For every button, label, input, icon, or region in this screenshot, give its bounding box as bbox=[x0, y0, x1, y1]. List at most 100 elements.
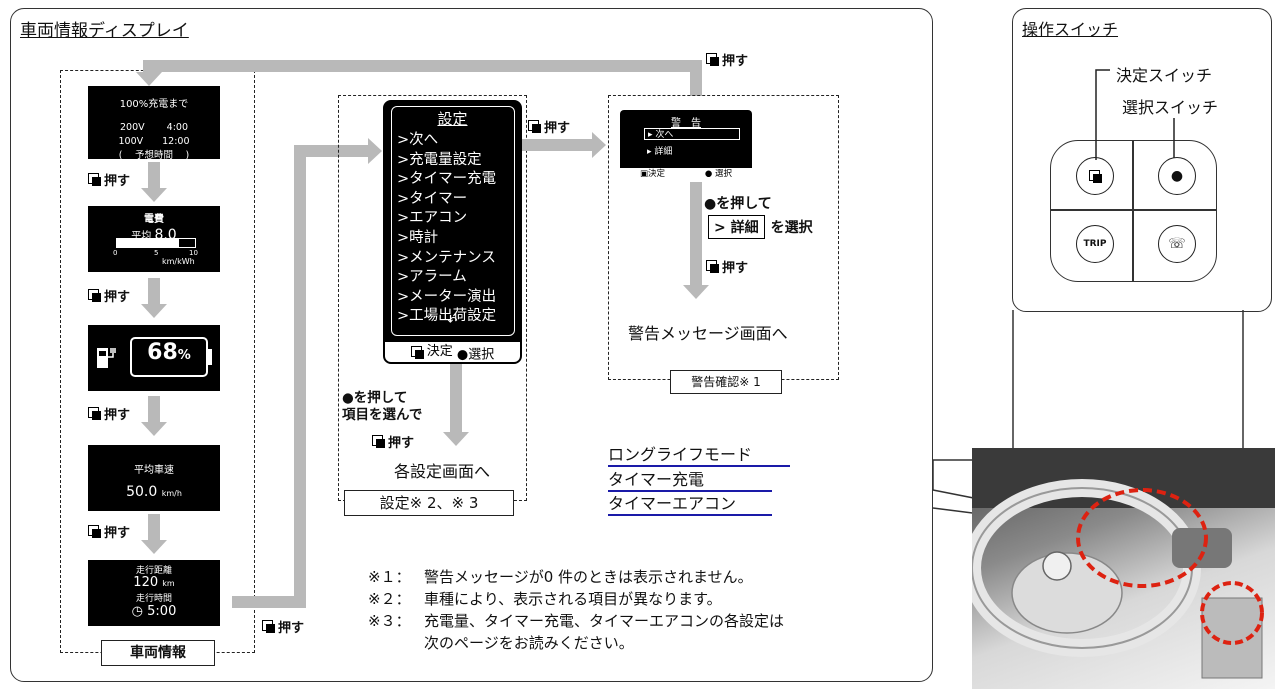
battery-outline-icon bbox=[130, 337, 208, 377]
car-interior-image bbox=[972, 448, 1275, 689]
press-icon bbox=[410, 345, 424, 359]
screen-trip: 走行距離 120 km 走行時間 ◷ 5:00 bbox=[88, 560, 220, 626]
return-icon: ↶ bbox=[447, 314, 458, 328]
warning-item-detail: ▸ 詳細 bbox=[647, 147, 673, 157]
decide-switch-label: 決定スイッチ bbox=[1116, 66, 1213, 85]
efficiency-scale-0: 0 bbox=[113, 249, 118, 257]
footnote-mark: ※２： bbox=[368, 590, 411, 608]
efficiency-scale-10: 10 bbox=[189, 249, 198, 257]
press-icon bbox=[1088, 169, 1102, 183]
warning-instruction-suffix: を選択 bbox=[770, 220, 813, 236]
detail-box: > 詳細 bbox=[708, 215, 765, 239]
settings-menu-item[interactable]: >アラーム bbox=[397, 269, 467, 286]
efficiency-scale-5: 5 bbox=[154, 249, 159, 257]
arrow-head-warning-down bbox=[683, 285, 709, 299]
settings-select: ●選択 bbox=[456, 347, 495, 363]
footnote: ※２： 車種により、表示される項目が異なります。 bbox=[368, 588, 784, 610]
link-timer-aircon[interactable]: タイマーエアコン bbox=[608, 490, 772, 516]
speed-title: 平均車速 bbox=[134, 465, 174, 476]
voice-switch[interactable]: ☏ bbox=[1158, 225, 1196, 263]
charge-row-note: ( 予想時間 ) bbox=[118, 150, 190, 161]
warning-label: 警告確認※ 1 bbox=[670, 370, 782, 394]
arrow-head-settings bbox=[368, 138, 382, 164]
arrow-head-warning bbox=[592, 132, 606, 158]
voice-icon: ☏ bbox=[1168, 236, 1186, 252]
arrow-head-settings-down bbox=[443, 432, 469, 446]
press-label-1: 押す bbox=[88, 170, 130, 189]
link-timer-charge[interactable]: タイマー充電 bbox=[608, 466, 772, 492]
settings-menu-item[interactable]: >メーター演出 bbox=[397, 288, 497, 305]
arrow-settings-to-warning bbox=[522, 139, 594, 151]
footnote: ※３：充電量、タイマー充電、タイマーエアコンの各設定は bbox=[368, 610, 784, 632]
settings-menu-item[interactable]: >タイマー充電 bbox=[397, 171, 497, 188]
screen-avg-speed: 平均車速 50.0 km/h bbox=[88, 445, 220, 511]
settings-menu-item[interactable]: >工場出荷設定 bbox=[397, 308, 497, 325]
select-switch[interactable]: ● bbox=[1158, 157, 1196, 195]
arrow-head-3 bbox=[141, 422, 167, 436]
charge-title: 100%充電まで bbox=[119, 99, 189, 110]
select-dot-icon: ● bbox=[1170, 168, 1184, 184]
press-icon bbox=[706, 53, 719, 66]
battery-percent: 68% bbox=[147, 340, 191, 365]
settings-menu-list: >次へ >充電量設定 >タイマー充電 >タイマー >エアコン >時計 >メンテナンス >アラー… bbox=[385, 131, 520, 327]
switch-panel bbox=[1050, 140, 1217, 282]
arrow-head-2 bbox=[141, 304, 167, 318]
press-label-5: 押す bbox=[262, 617, 304, 636]
switch-frame bbox=[1012, 8, 1272, 312]
trip-time: ◷ 5:00 bbox=[131, 604, 177, 619]
return-arrow-head bbox=[136, 72, 162, 86]
settings-menu-item[interactable]: >メンテナンス bbox=[397, 249, 496, 266]
settings-menu-item[interactable]: >充電量設定 bbox=[397, 151, 482, 168]
settings-instruction: ●を押して 項目を選んで bbox=[342, 390, 422, 424]
arrow-down-4 bbox=[148, 514, 160, 542]
link-longlife-mode[interactable]: ロングライフモード bbox=[608, 441, 790, 467]
settings-menu-item[interactable]: >タイマー bbox=[397, 190, 468, 207]
arrow-head-4 bbox=[141, 540, 167, 554]
trip-switch[interactable]: TRIP bbox=[1076, 225, 1114, 263]
footnote-text: 車種により、表示される項目が異なります。 bbox=[424, 590, 722, 608]
footnote-mark: ※１： bbox=[368, 568, 411, 586]
press-icon bbox=[88, 407, 101, 420]
main-frame bbox=[10, 8, 933, 682]
switch-title: 操作スイッチ bbox=[1022, 20, 1119, 39]
efficiency-avg-label: 平均 bbox=[131, 231, 152, 242]
switch-divider-v bbox=[1132, 141, 1134, 281]
main-title: 車両情報ディスプレイ bbox=[20, 21, 189, 41]
arrow-down-3 bbox=[148, 396, 160, 424]
settings-menu-item[interactable]: >次へ bbox=[397, 132, 439, 148]
settings-menu-item[interactable]: >エアコン bbox=[397, 210, 468, 227]
press-label-3: 押す bbox=[88, 404, 130, 423]
settings-menu-frame bbox=[391, 106, 515, 336]
settings-menu-title: 設定 bbox=[437, 110, 468, 128]
trip-switch-label: TRIP bbox=[1083, 239, 1107, 249]
warning-destination: 警告メッセージ画面へ bbox=[628, 324, 788, 343]
select-switch-label: 選択スイッチ bbox=[1122, 98, 1219, 117]
battery-tip bbox=[208, 349, 212, 365]
efficiency-bar bbox=[116, 238, 196, 248]
decide-leader-line bbox=[1095, 69, 1110, 160]
trip-dist: 120 km bbox=[133, 575, 175, 590]
settings-menu-footer: 決定 ●選択 bbox=[385, 342, 520, 363]
footnote: 次のページをお読みください。 bbox=[368, 632, 784, 654]
charge-row-200v: 200V 4:00 bbox=[120, 122, 188, 133]
return-arrow-right-leg bbox=[690, 60, 702, 96]
press-label-top: 押す bbox=[706, 50, 748, 69]
warning-instruction-line2: > 詳細 を選択 bbox=[708, 215, 813, 239]
decide-switch[interactable] bbox=[1076, 157, 1114, 195]
press-icon bbox=[372, 435, 385, 448]
warning-decide: ▣決定 bbox=[639, 169, 665, 179]
trip-time-label: 走行時間 bbox=[135, 594, 172, 604]
screen-charge-time: 100%充電まで 200V 4:00 100V 12:00 ( 予想時間 ) bbox=[88, 86, 220, 161]
efficiency-bar-fill bbox=[117, 239, 180, 247]
steering-wheel-icon bbox=[972, 448, 1275, 679]
warning-screen-title: 警 告 bbox=[671, 118, 701, 129]
arrow-head-1 bbox=[141, 188, 167, 202]
settings-menu-item[interactable]: >時計 bbox=[397, 229, 439, 246]
settings-decide: 決定 bbox=[410, 342, 453, 362]
press-label-4: 押す bbox=[88, 522, 130, 541]
arrow-warning-down bbox=[690, 182, 702, 287]
settings-menu-screen: 設定 >次へ>充電量設定>タイマー充電>タイマー>エアコン>時計>メンテナンス>… bbox=[383, 100, 522, 364]
clock-icon: ◷ bbox=[131, 604, 143, 619]
press-icon bbox=[88, 173, 101, 186]
warning-screen-footer: ▣決定 ● 選択 bbox=[620, 168, 752, 180]
